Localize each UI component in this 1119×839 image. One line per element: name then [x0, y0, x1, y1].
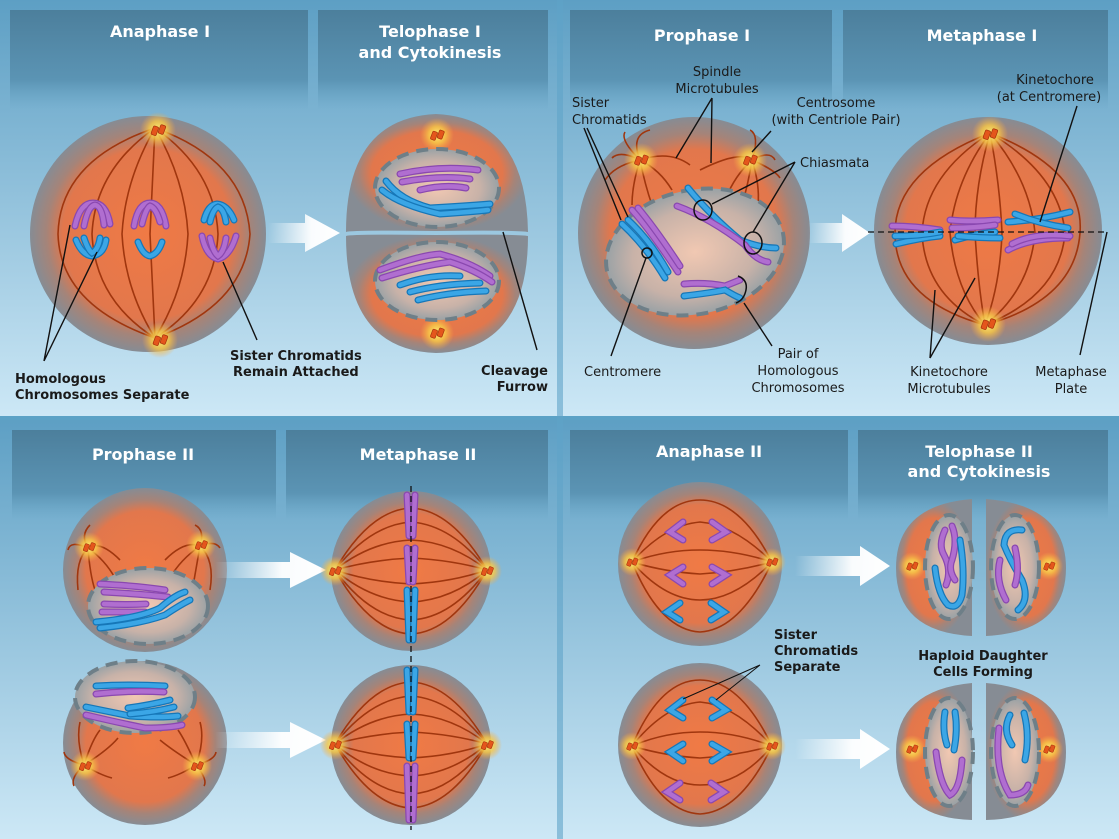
centrosome-icon	[74, 532, 104, 562]
label-kinetochore-mt-line2: Microtubules	[907, 382, 990, 397]
label-sister-chromatids-line1: Sister	[572, 96, 610, 111]
telophase-ii-cells-bottom	[896, 683, 1066, 820]
centrosome-icon	[70, 751, 100, 781]
label-pair-homologous-line2: Homologous	[757, 364, 838, 379]
metaphase-i-cell	[868, 116, 1108, 345]
centrosome-icon	[618, 548, 646, 576]
title-anaphase-ii: Anaphase II	[656, 442, 762, 461]
header-telophase-i	[318, 10, 548, 110]
centrosome-icon	[320, 730, 350, 760]
arrow-icon	[795, 546, 890, 586]
header-anaphase-i	[10, 10, 308, 110]
title-metaphase-ii: Metaphase II	[360, 445, 477, 464]
centrosome-icon	[758, 548, 786, 576]
centrosome-icon	[898, 552, 926, 580]
label-kinetochore-line2: (at Centromere)	[997, 90, 1101, 105]
telophase-ii-cells-top	[896, 499, 1066, 636]
centrosome-icon	[758, 732, 786, 760]
arrow-icon	[268, 214, 340, 252]
label-homologous-separate-line1: Homologous	[15, 372, 106, 387]
label-haploid-forming-line1: Haploid Daughter	[918, 649, 1048, 664]
title-prophase-ii: Prophase II	[92, 445, 194, 464]
title-prophase-i: Prophase I	[654, 26, 750, 45]
centrosome-icon	[182, 751, 212, 781]
anaphase-i-cell	[30, 112, 266, 358]
label-chiasmata: Chiasmata	[800, 156, 869, 171]
centrosome-icon	[618, 732, 646, 760]
label-spindle-line1: Spindle	[693, 65, 741, 80]
label-haploid-forming-line2: Cells Forming	[933, 665, 1033, 680]
arrow-icon	[795, 729, 890, 769]
label-pair-homologous-line3: Chromosomes	[751, 381, 844, 396]
chromosome-group	[130, 199, 170, 260]
centrosome-icon	[142, 322, 178, 358]
label-sister-attached-line2: Remain Attached	[233, 365, 359, 380]
prophase-i-cell	[578, 117, 810, 349]
label-sister-chromatids-line2: Chromatids	[572, 113, 647, 128]
centrosome-icon	[320, 556, 350, 586]
label-centromere: Centromere	[584, 365, 661, 380]
chromosome-group	[198, 200, 240, 263]
label-centrosome-line2: (with Centriole Pair)	[771, 113, 900, 128]
arrow-icon	[215, 722, 326, 758]
label-sister-separate-line2: Chromatids	[774, 644, 858, 659]
chromosome-group	[71, 199, 114, 260]
anaphase-ii-cell-top	[618, 482, 786, 646]
label-cleavage-furrow-line1: Cleavage	[481, 364, 548, 379]
prophase-ii-cell-top	[63, 488, 227, 652]
label-spindle-line2: Microtubules	[675, 82, 758, 97]
label-kinetochore-line1: Kinetochore	[1016, 73, 1094, 88]
title-telophase-ii-line2: and Cytokinesis	[908, 462, 1051, 481]
label-metaphase-plate-line2: Plate	[1055, 382, 1088, 397]
header-prophase-i	[570, 10, 832, 110]
centrosome-icon	[472, 556, 502, 586]
title-telophase-i-line1: Telophase I	[379, 22, 481, 41]
anaphase-ii-cell-bottom	[618, 663, 786, 827]
centrosome-icon	[472, 730, 502, 760]
centrosome-icon	[733, 143, 767, 177]
label-sister-separate-line1: Sister	[774, 628, 818, 643]
label-pair-homologous-line1: Pair of	[778, 347, 819, 362]
label-sister-separate-line3: Separate	[774, 660, 841, 675]
title-telophase-ii-line1: Telophase II	[925, 442, 1033, 461]
centrosome-icon	[624, 143, 658, 177]
arrow-icon	[808, 214, 870, 252]
prophase-ii-cell-bottom	[63, 659, 227, 825]
centrosome-icon	[970, 306, 1006, 342]
centrosome-icon	[186, 530, 216, 560]
centrosome-icon	[898, 735, 926, 763]
label-homologous-separate-line2: Chromosomes Separate	[15, 388, 190, 403]
centrosome-icon	[140, 112, 176, 148]
telophase-i-cells	[346, 114, 528, 353]
metaphase-ii-cell-bottom	[320, 665, 502, 825]
label-kinetochore-mt-line1: Kinetochore	[910, 365, 988, 380]
header-metaphase-i	[843, 10, 1108, 110]
label-centrosome-line1: Centrosome	[797, 96, 876, 111]
label-cleavage-furrow-line2: Furrow	[497, 380, 548, 395]
title-telophase-i-line2: and Cytokinesis	[359, 43, 502, 62]
label-sister-attached-line1: Sister Chromatids	[230, 349, 362, 364]
header-telophase-ii	[858, 430, 1108, 520]
label-metaphase-plate-line1: Metaphase	[1035, 365, 1107, 380]
title-anaphase-i: Anaphase I	[110, 22, 210, 41]
centrosome-icon	[972, 116, 1008, 152]
arrow-icon	[215, 552, 326, 588]
centrosome-icon	[420, 118, 454, 152]
title-metaphase-i: Metaphase I	[927, 26, 1038, 45]
